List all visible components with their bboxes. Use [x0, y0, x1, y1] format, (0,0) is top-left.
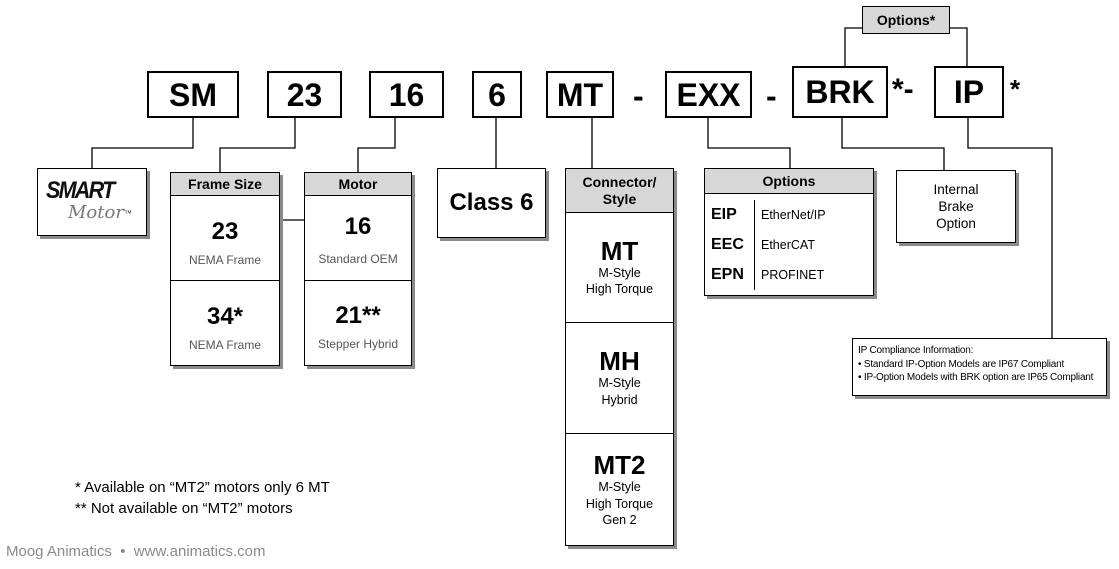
frame-value: 34*	[206, 302, 244, 330]
brake-line: Option	[936, 216, 976, 232]
brake-box: Internal Brake Option	[896, 170, 1016, 243]
connector-row: MT2 M-Style High Torque Gen 2	[566, 434, 673, 546]
footnote: * Available on “MT2” motors only 6 MT	[75, 479, 330, 496]
option-name: PROFINET	[761, 268, 825, 282]
motor-row: 16 Standard OEM	[305, 196, 411, 281]
segment-options: EXX	[665, 71, 752, 118]
segment-options-text: EXX	[676, 76, 741, 113]
separator-1: -	[633, 78, 644, 114]
connector-code: MT	[600, 235, 639, 266]
options-table: Options EIP EtherNet/IP EEC EtherCAT EPN…	[704, 168, 874, 296]
motor-desc: Stepper Hybrid	[317, 337, 399, 352]
logo-smart-text: SMART	[46, 177, 115, 204]
frame-size-table: Frame Size 23 NEMA Frame 34* NEMA Frame	[170, 172, 280, 366]
option-code: EEC	[705, 230, 755, 260]
motor-desc: Standard OEM	[318, 252, 398, 267]
connector-header-line2: Style	[602, 190, 637, 207]
motor-table: Motor 16 Standard OEM 21** Stepper Hybri…	[304, 172, 412, 366]
segment-sm: SM	[147, 71, 239, 118]
segment-ip-text: IP	[953, 74, 985, 110]
connector-header-line1: Connector/	[582, 173, 657, 190]
frame-value: 23	[211, 217, 239, 245]
segment-ip: IP	[934, 66, 1004, 118]
connector-code: MT2	[593, 449, 646, 480]
connector-line: Gen 2	[602, 512, 637, 527]
option-code: EPN	[705, 260, 755, 290]
brake-line: Internal	[933, 181, 979, 197]
segment-brake: BRK	[792, 66, 888, 118]
connector-line: M-Style	[598, 480, 641, 495]
logo-tm: ™	[124, 209, 132, 218]
options-header: Options	[705, 169, 873, 194]
motor-header: Motor	[305, 173, 411, 196]
connector-row: MT M-Style High Torque	[566, 213, 673, 323]
segment-motor: 16	[369, 71, 444, 118]
class-box: Class 6	[437, 168, 546, 238]
option-row: EEC EtherCAT	[705, 230, 873, 260]
separator-4: *	[1010, 74, 1021, 104]
connector-table: Connector/ Style MT M-Style High Torque …	[565, 168, 674, 546]
connector-row: MH M-Style Hybrid	[566, 323, 673, 434]
motor-value: 21**	[335, 301, 381, 329]
ip-compliance-title: IP Compliance Information:	[858, 345, 974, 356]
connector-code: MH	[599, 346, 640, 377]
frame-size-header: Frame Size	[171, 173, 279, 196]
connector-line: Hybrid	[601, 392, 638, 407]
connector-line: M-Style	[598, 376, 641, 391]
smart-motor-logo: SMART Motor ™	[37, 168, 147, 236]
option-code: EIP	[705, 200, 755, 230]
separator-2: -	[766, 78, 777, 114]
connector-line: High Torque	[585, 496, 654, 511]
segment-class: 6	[472, 71, 522, 118]
segment-connector: MT	[546, 71, 614, 118]
segment-connector-text: MT	[556, 76, 604, 113]
segment-frame: 23	[267, 71, 342, 118]
option-name: EtherNet/IP	[761, 208, 826, 222]
connector-line: M-Style	[598, 265, 641, 280]
ip-compliance-item: • IP-Option Models with BRK option are I…	[858, 372, 1094, 383]
frame-size-row: 23 NEMA Frame	[171, 196, 279, 281]
options-top-label: Options*	[862, 6, 950, 34]
frame-size-row: 34* NEMA Frame	[171, 281, 279, 365]
segment-frame-text: 23	[286, 76, 323, 113]
frame-desc: NEMA Frame	[188, 338, 261, 353]
logo-motor-script: Motor	[68, 202, 124, 223]
segment-class-text: 6	[488, 76, 506, 113]
connector-line: High Torque	[585, 282, 654, 297]
segment-brake-text: BRK	[805, 74, 875, 110]
option-row: EIP EtherNet/IP	[705, 200, 873, 230]
separator-3: *-	[892, 73, 914, 106]
footer-text: Moog Animatics • www.animatics.com	[6, 543, 266, 560]
option-name: EtherCAT	[761, 238, 815, 252]
motor-row: 21** Stepper Hybrid	[305, 281, 411, 365]
option-row: EPN PROFINET	[705, 260, 873, 290]
connector-header: Connector/ Style	[566, 169, 673, 213]
frame-desc: NEMA Frame	[188, 253, 261, 268]
segment-motor-text: 16	[388, 76, 425, 113]
segment-sm-text: SM	[169, 76, 217, 113]
ip-compliance-box: IP Compliance Information: • Standard IP…	[852, 338, 1107, 396]
ip-compliance-item: • Standard IP-Option Models are IP67 Com…	[858, 358, 1065, 370]
motor-value: 16	[344, 212, 372, 240]
footnote: ** Not available on “MT2” motors	[75, 500, 293, 517]
footnotes: * Available on “MT2” motors only 6 MT **…	[75, 477, 330, 519]
brake-line: Brake	[938, 198, 974, 214]
